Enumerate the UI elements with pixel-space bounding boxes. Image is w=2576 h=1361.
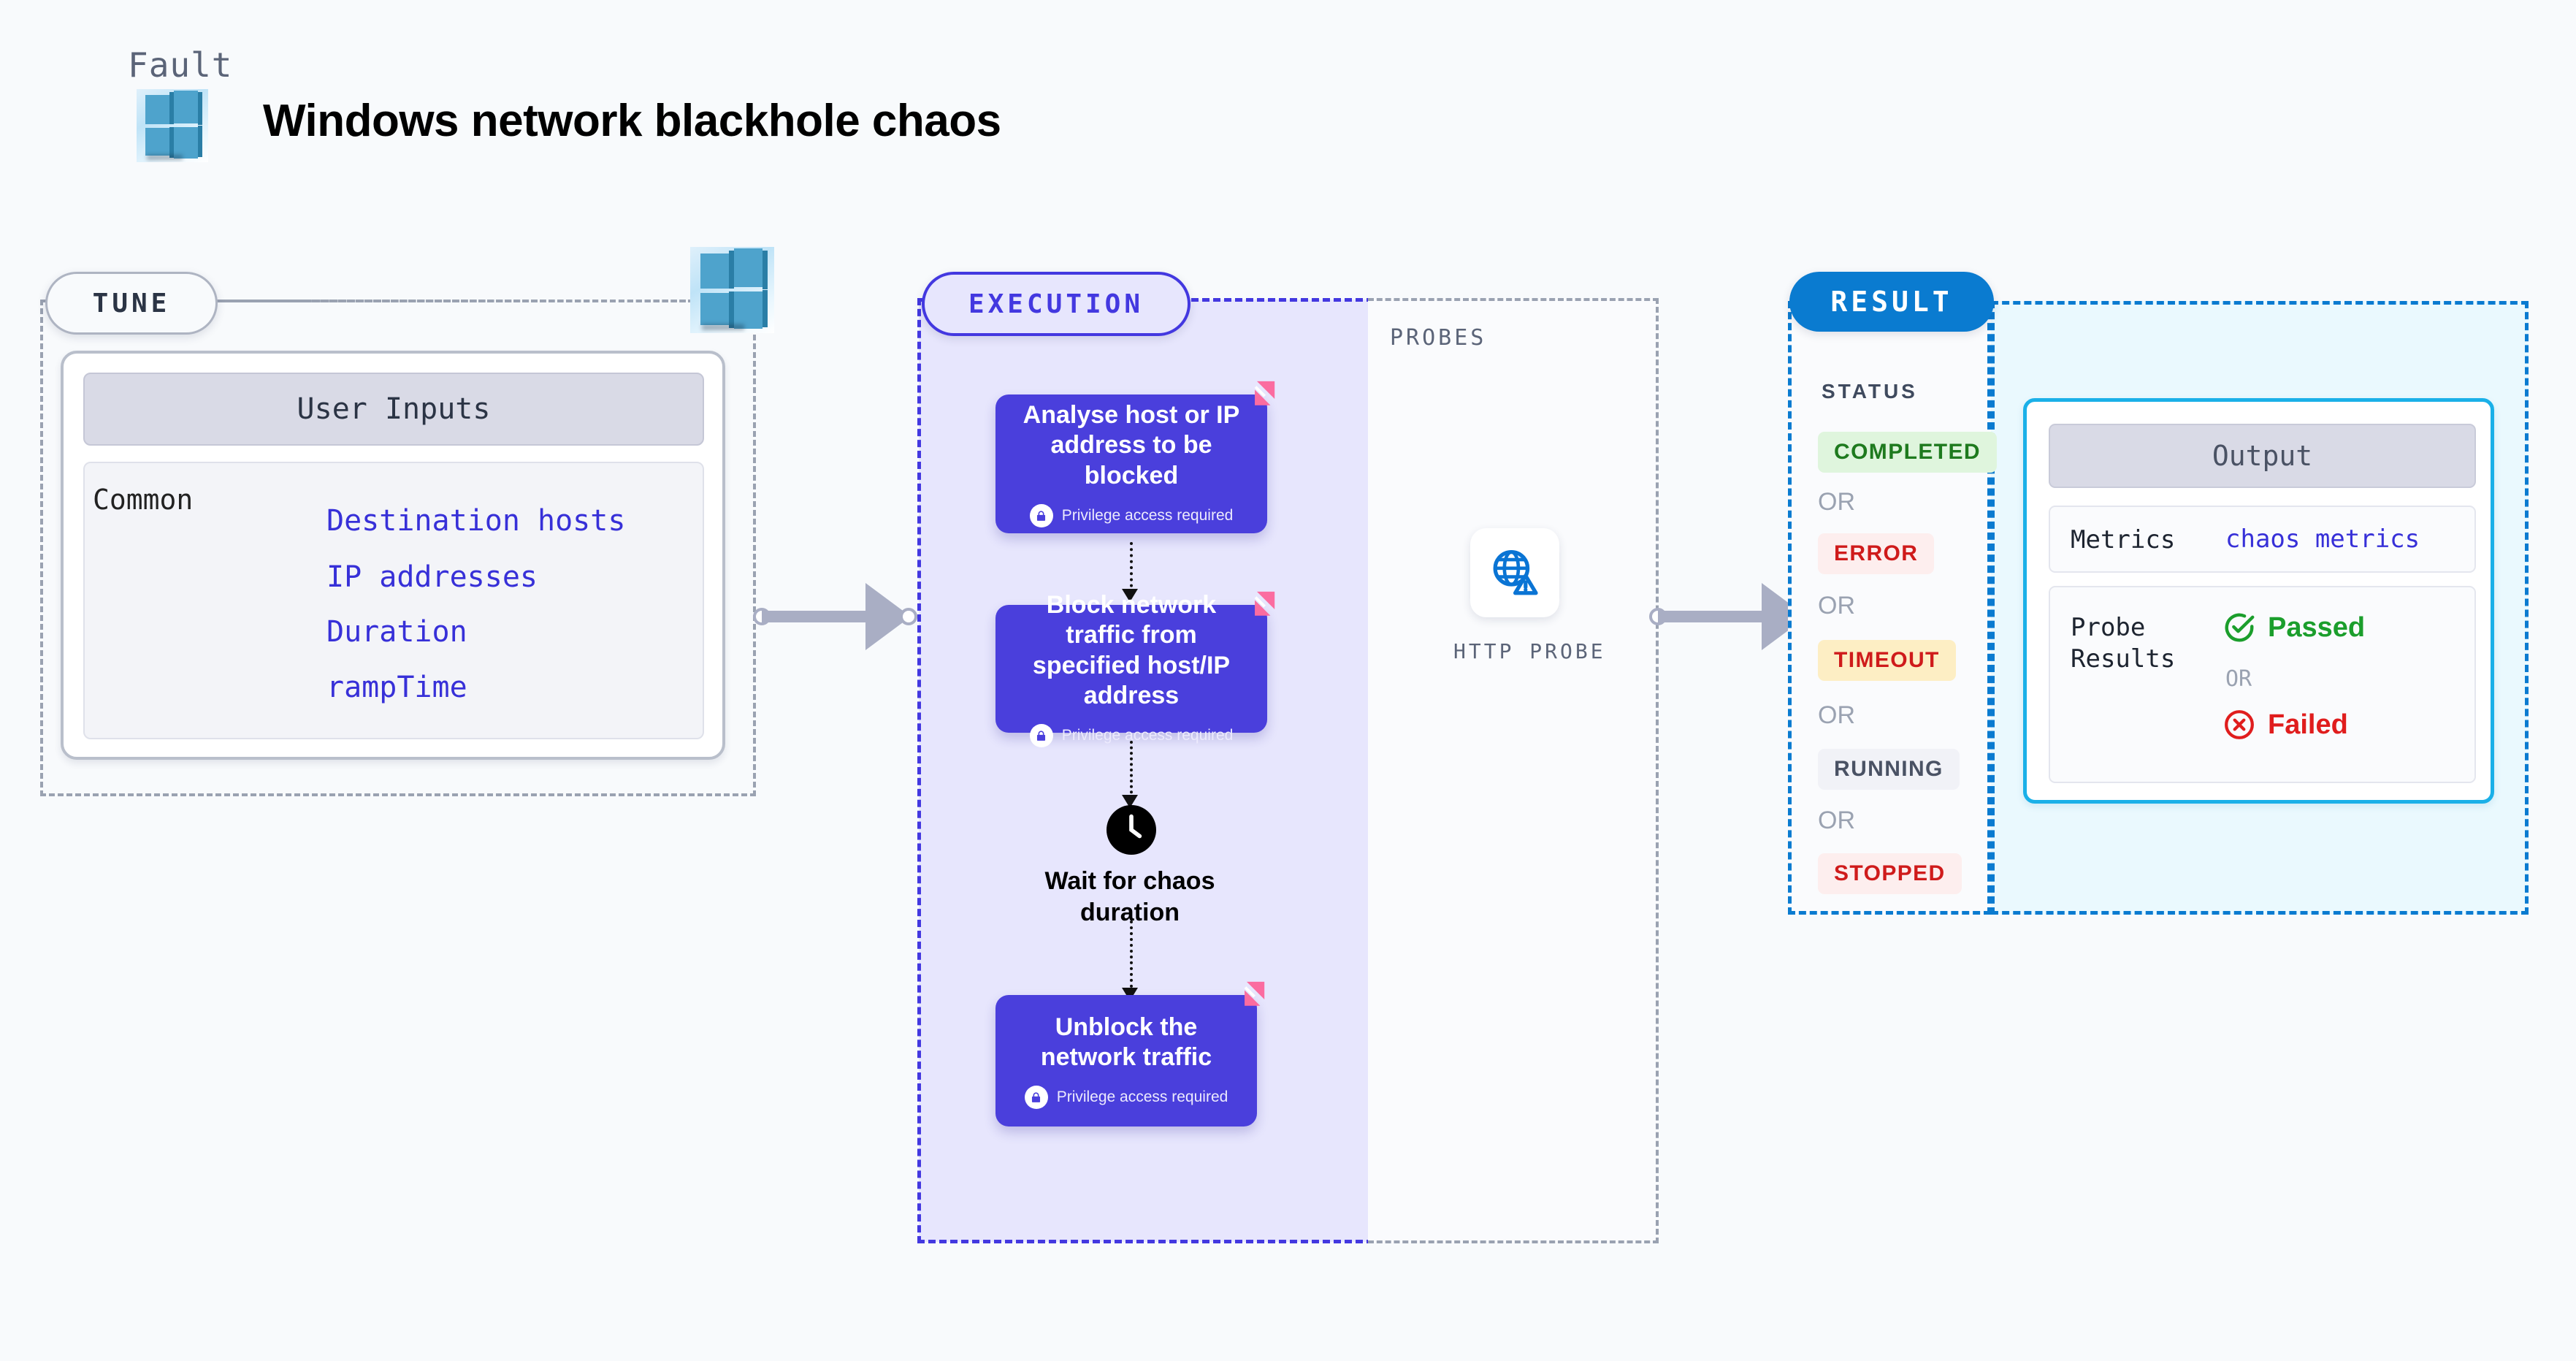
http-probe-tile[interactable] bbox=[1470, 528, 1559, 617]
probes-section-label: PROBES bbox=[1390, 325, 1487, 351]
page-header: Fault Windows network blackhole chaos bbox=[69, 45, 1165, 177]
litmus-chaos-icon bbox=[1244, 981, 1265, 1006]
lock-icon bbox=[1029, 504, 1053, 528]
or-separator: OR bbox=[1818, 701, 1855, 729]
status-badge-stopped: STOPPED bbox=[1818, 853, 1962, 894]
output-card: Output Metrics chaos metrics Probe Resul… bbox=[2023, 398, 2494, 804]
user-inputs-header: User Inputs bbox=[83, 373, 704, 446]
flow-line-3 bbox=[1130, 920, 1133, 994]
tune-pill[interactable]: TUNE bbox=[45, 272, 218, 335]
execution-step-1[interactable]: Analyse host or IP address to be blocked… bbox=[995, 381, 1275, 533]
param-group-label: Common bbox=[93, 484, 194, 516]
status-label: STATUS bbox=[1822, 380, 1918, 403]
status-badge-running: RUNNING bbox=[1818, 749, 1960, 790]
probe-results-key: Probe Results bbox=[2071, 613, 2176, 674]
privilege-note-label: Privilege access required bbox=[1061, 727, 1234, 744]
fault-kicker: Fault bbox=[128, 45, 233, 85]
probe-result-failed-label: Failed bbox=[2268, 709, 2348, 740]
user-inputs-body bbox=[83, 462, 704, 739]
privilege-note: Privilege access required bbox=[1029, 504, 1234, 528]
execution-step-3-label: Unblock the network traffic bbox=[1040, 1013, 1212, 1071]
metrics-key: Metrics bbox=[2071, 525, 2176, 554]
lock-icon bbox=[1029, 724, 1053, 748]
tune-card: User Inputs Common Destination hosts IP … bbox=[61, 351, 725, 760]
windows-logo-icon bbox=[137, 89, 208, 162]
status-badge-timeout: TIMEOUT bbox=[1818, 640, 1956, 681]
metrics-row: Metrics chaos metrics bbox=[2049, 506, 2476, 573]
status-badge-completed: COMPLETED bbox=[1818, 432, 1997, 473]
clock-icon bbox=[1107, 805, 1156, 855]
probes-region bbox=[1368, 298, 1659, 1243]
probe-result-passed: Passed bbox=[2223, 611, 2365, 644]
param-destination-hosts[interactable]: Destination hosts bbox=[326, 504, 626, 538]
status-badge-error: ERROR bbox=[1818, 533, 1935, 574]
output-card-title: Output bbox=[2049, 424, 2476, 488]
page-title: Windows network blackhole chaos bbox=[263, 96, 1001, 146]
probe-results-row: Probe Results Passed OR Failed bbox=[2049, 586, 2476, 783]
execution-step-2-label: Block network traffic from specified hos… bbox=[1032, 590, 1231, 709]
probe-result-passed-label: Passed bbox=[2268, 611, 2366, 643]
x-circle-icon bbox=[2225, 710, 2254, 739]
or-separator: OR bbox=[2225, 666, 2252, 692]
privilege-note: Privilege access required bbox=[1024, 1086, 1228, 1110]
privilege-note-label: Privilege access required bbox=[1056, 1089, 1228, 1106]
execution-step-1-label: Analyse host or IP address to be blocked bbox=[1023, 400, 1240, 489]
tune-dashed-link bbox=[219, 300, 694, 302]
or-separator: OR bbox=[1818, 807, 1855, 834]
execution-step-2[interactable]: Block network traffic from specified hos… bbox=[995, 591, 1275, 748]
privilege-note: Privilege access required bbox=[1029, 724, 1234, 748]
http-probe-caption: HTTP PROBE bbox=[1453, 639, 1606, 663]
or-separator: OR bbox=[1818, 488, 1855, 516]
flow-line-1 bbox=[1130, 542, 1133, 593]
check-circle-icon bbox=[2225, 613, 2255, 642]
param-duration[interactable]: Duration bbox=[326, 615, 467, 649]
lock-icon bbox=[1024, 1086, 1048, 1110]
probe-result-failed: Failed bbox=[2223, 708, 2348, 742]
flow-line-2 bbox=[1130, 741, 1133, 799]
flow-arrow-2 bbox=[1122, 795, 1138, 808]
globe-warning-icon bbox=[1493, 550, 1538, 595]
param-ramptime[interactable]: rampTime bbox=[326, 671, 467, 704]
result-status-region bbox=[1788, 301, 1991, 915]
litmus-chaos-icon bbox=[1254, 381, 1275, 405]
windows-logo-icon bbox=[690, 247, 774, 333]
litmus-chaos-icon bbox=[1254, 591, 1275, 616]
result-pill[interactable]: RESULT bbox=[1789, 272, 1994, 332]
execution-step-3[interactable]: Unblock the network traffic Privilege ac… bbox=[995, 981, 1265, 1126]
param-ip-addresses[interactable]: IP addresses bbox=[326, 560, 538, 594]
privilege-note-label: Privilege access required bbox=[1061, 507, 1234, 525]
wait-label: Wait for chaos duration bbox=[1044, 867, 1215, 926]
flow-arrow-1 bbox=[1122, 589, 1138, 602]
or-separator: OR bbox=[1818, 592, 1855, 619]
execution-pill[interactable]: EXECUTION bbox=[922, 272, 1190, 336]
metrics-value[interactable]: chaos metrics bbox=[2225, 525, 2420, 554]
